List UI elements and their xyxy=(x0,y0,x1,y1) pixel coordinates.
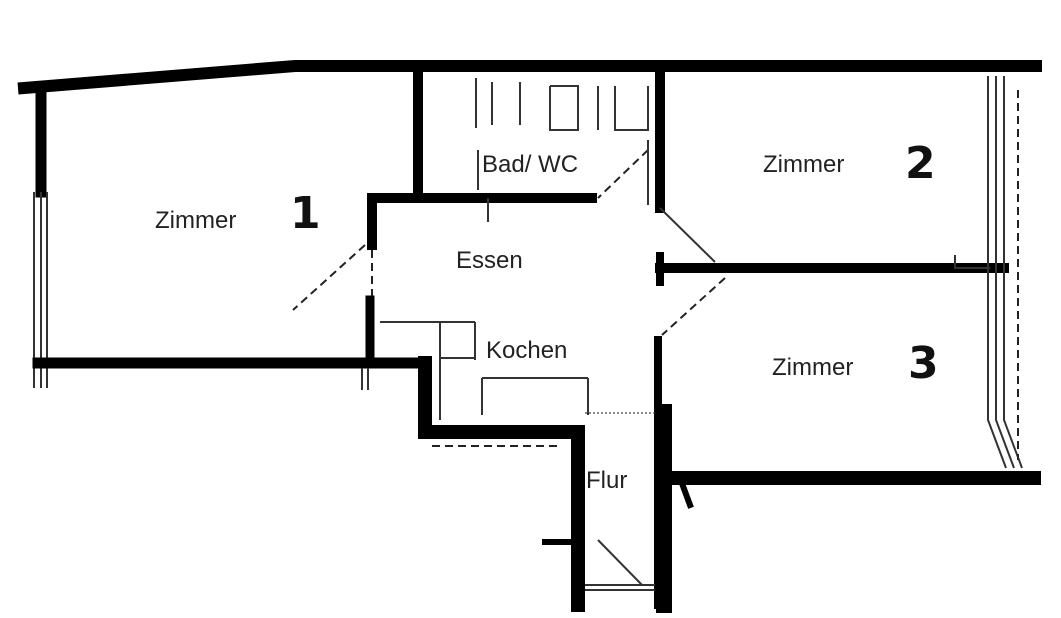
room-label: Zimmer xyxy=(772,354,853,381)
room-label-bad-wc: Bad/ WC xyxy=(482,151,578,178)
room-zimmer-1: Zimmer 1 xyxy=(155,188,321,239)
room-label-flur: Flur xyxy=(586,467,627,494)
room-zimmer-3: Zimmer 3 xyxy=(772,338,939,389)
room-label-kochen: Kochen xyxy=(486,337,567,364)
room-number: 3 xyxy=(908,338,939,389)
walls xyxy=(17,60,1042,613)
room-number: 2 xyxy=(905,138,936,189)
room-label-essen: Essen xyxy=(456,247,523,274)
room-label: Zimmer xyxy=(155,207,236,234)
room-label: Zimmer xyxy=(763,151,844,178)
room-zimmer-2: Zimmer 2 xyxy=(763,138,936,189)
room-number: 1 xyxy=(290,188,321,239)
